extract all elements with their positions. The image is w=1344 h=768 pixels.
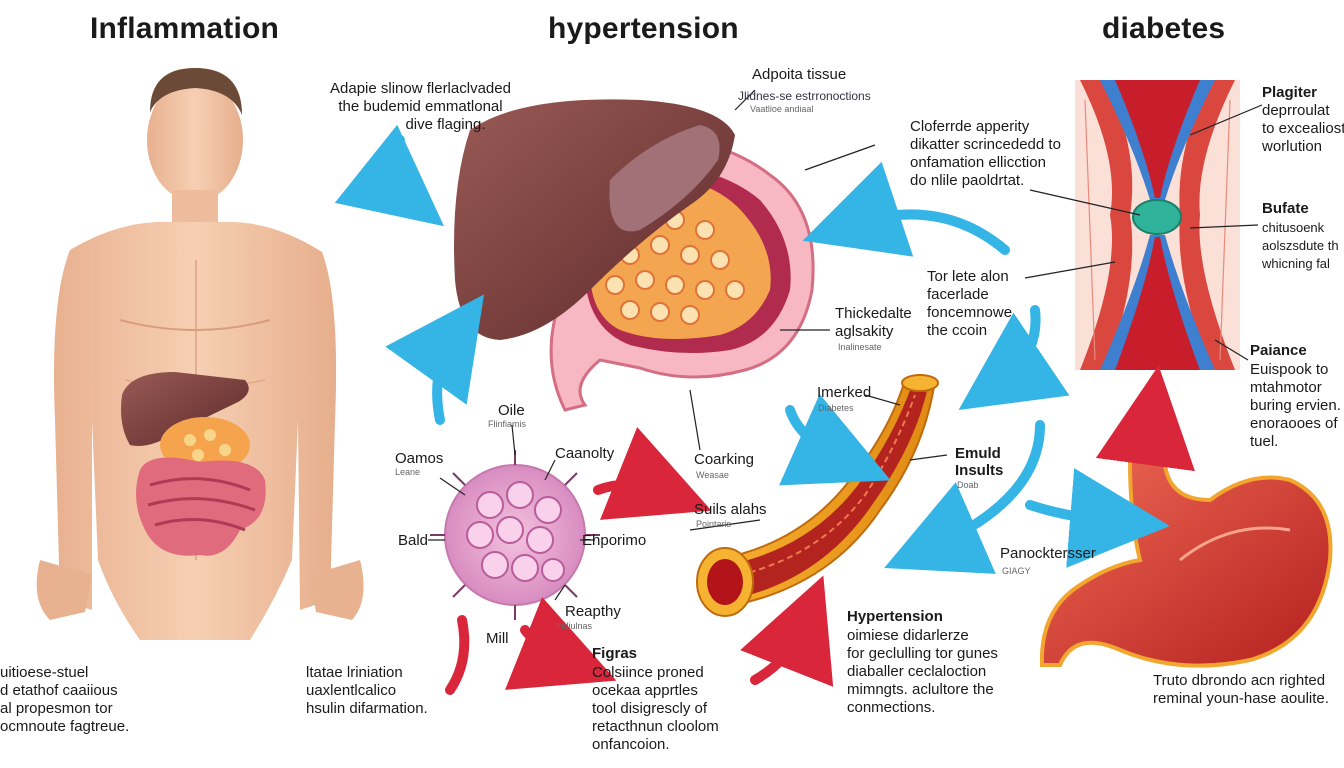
note-torle: Tor lete alon facerlade foncemnowe the c… [927,268,1012,340]
note-bufate: chitusoenk aolszsdute th whicning fal [1262,219,1339,273]
label-suils-alahs: Suils alahs [694,501,767,518]
label-suils-sub: Pointaris [696,519,732,529]
note-bottom-right: Truto dbrondo acn righted reminal youn-h… [1153,672,1329,708]
label-mill: Mill [486,630,509,647]
note-line: reminal youn-hase aoulite. [1153,690,1329,707]
note-line: hsulin difarmation. [306,700,428,717]
note-line: tool disigrescly of [592,700,708,717]
note-line: tuel. [1250,433,1279,450]
note-line: ltatae lriniation [306,664,403,681]
label-emuld: Emuld [955,445,1001,462]
note-line: enoraooes of [1250,415,1338,432]
note-line: Colsiince proned [592,664,704,681]
label-coarking-sub: Weasae [696,470,729,480]
note-bottom-mid: ltatae lriniation uaxlentlcalico hsulin … [306,664,428,718]
note-hypertension: oimiese didarlerze for geclulling tor gu… [847,627,998,717]
note-line: mtahmotor [1250,379,1322,396]
note-line: do nlile paoldrtat. [910,172,1025,189]
note-line: chitusoenk [1262,220,1325,235]
note-line: to excealiost [1262,120,1344,137]
label-imerked: Imerked [817,384,872,401]
note-line: Tor lete alon [927,268,1009,285]
label-plagiter: Plagiter [1262,84,1318,101]
label-reapthy: Reapthy [565,603,621,620]
note-line: uitioese-stuel [0,664,89,681]
title-diabetes: diabetes [1102,12,1226,45]
note-line: Truto dbrondo acn righted [1153,672,1326,689]
title-inflammation: Inflammation [90,12,280,45]
title-hypertension: hypertension [548,12,739,45]
label-adipose-tissue: Adpoita tissue [752,66,847,83]
note-line: retacthnun cloolom [592,718,719,735]
label-thick-sub: Inalinesate [838,342,882,352]
note-line: al propesmon tor [0,700,113,717]
note-line: oimiese didarlerze [847,627,969,644]
label-insults: Insults [955,462,1004,479]
note-line: uaxlentlcalico [306,682,397,699]
label-coarking: Coarking [694,451,755,468]
note-line: for geclulling tor gunes [847,645,998,662]
inflammatory-cell-illustration [430,450,600,620]
note-cloferrde: Cloferrde apperity dikatter scrincededd … [910,118,1061,190]
note-line: whicning fal [1262,256,1330,271]
label-paiance: Paiance [1250,342,1307,359]
note-line: mimngts. aclultore the [847,681,994,698]
label-reapthy-sub: Indiulnas [556,621,593,631]
label-bald: Bald [398,532,429,549]
label-bufate: Bufate [1262,200,1309,217]
note-line: the budemid emmatlonal [338,98,503,115]
note-adapie: Adapie slinow flerlaclvaded the budemid … [330,80,511,134]
note-line: dikatter scrincededd to [910,136,1061,153]
note-line: ocekaa apprtles [592,682,698,699]
note-line: conmections. [847,699,936,716]
note-line: onfamation ellicction [910,154,1046,171]
label-aglsakity: aglsakity [835,323,894,340]
note-line: facerlade [927,286,989,303]
note-line: the ccoin [927,322,988,339]
label-ehporimo: Ehporimo [582,532,647,549]
note-line: Euispook to [1250,361,1329,378]
blue-flow-arrows [334,124,1170,574]
note-line: d etathof caaiious [0,682,118,699]
red-flow-arrows [445,365,1195,695]
note-line: ocmnoute fagtreue. [0,718,130,735]
note-paiance: Euispook to mtahmotor buring ervien. eno… [1250,361,1341,451]
label-imerked-sub: Diabetes [818,403,854,413]
label-panoc-sub: GIAGY [1002,566,1031,576]
label-caanolty: Caanolty [555,445,615,462]
label-panocktersser: Panocktersser [1000,545,1096,562]
note-plagiter: deprroulat to excealiost worlution [1262,102,1344,156]
blood-vessel-cross-section [1075,80,1240,370]
label-oamos: Oamos [395,450,444,467]
label-liver-sub2: Vaatlioe andiaal [750,104,814,114]
label-oile-sub: Flinfiamis [488,419,527,429]
note-line: worlution [1262,138,1323,155]
label-oile: Oile [498,402,525,419]
note-line: Cloferrde apperity [910,118,1030,135]
note-line: deprroulat [1262,102,1330,119]
callout-leader-lines [428,89,1263,601]
label-insults-sub: Doab [957,480,979,490]
note-line: Adapie slinow flerlaclvaded [330,80,511,97]
note-line: aolszsdute th [1262,238,1339,253]
note-line: onfancoion. [592,736,670,753]
stomach-illustration [1039,451,1333,668]
note-figras: Colsiince proned ocekaa apprtles tool di… [592,664,719,754]
label-hypertension-block-title: Hypertension [847,608,943,625]
note-line: buring ervien. [1250,397,1341,414]
note-line: dive flaging. [405,116,486,133]
liver-adipose-illustration [454,99,815,412]
note-bottom-left: uitioese-stuel d etathof caaiious al pro… [0,664,129,736]
label-thickedalte: Thickedalte [835,305,912,322]
note-line: diaballer ceclaloction [847,663,987,680]
body-liver-and-intestine [121,372,266,556]
label-oamos-sub: Leane [395,467,421,477]
label-figras-title: Figras [592,645,638,662]
label-liver-sub1: Jlidnes-se estrronoctions [738,89,871,103]
note-line: foncemnowe [927,304,1013,321]
